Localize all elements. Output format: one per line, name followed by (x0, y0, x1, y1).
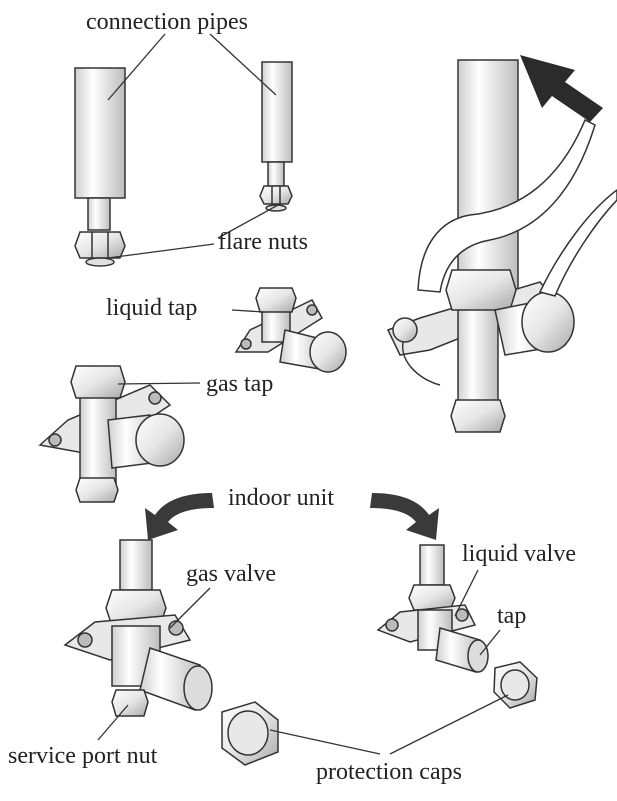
leader-lines-top (107, 33, 279, 259)
label-liquid-valve: liquid valve (462, 541, 576, 567)
leader-lines-liquid-valve (454, 569, 501, 656)
flare-nut-right (259, 185, 293, 212)
label-service-port-nut: service port nut (8, 743, 158, 769)
connection-pipe-right (261, 61, 293, 187)
leader-lines-caps (269, 694, 509, 755)
leader-liquid-tap (231, 309, 265, 313)
gas-valve-part (63, 539, 213, 717)
gas-tap-part (38, 365, 185, 503)
arrow-right-icon (370, 493, 439, 540)
leader-lines-gas-valve (97, 587, 211, 741)
label-connection-pipes: connection pipes (86, 9, 248, 35)
leader-gas-tap (117, 382, 201, 385)
direction-arrow-icon (520, 55, 603, 122)
protection-cap-right (493, 661, 538, 709)
arrow-left-icon (145, 493, 214, 540)
label-flare-nuts: flare nuts (218, 229, 308, 255)
label-protection-caps: protection caps (316, 759, 462, 785)
label-gas-tap: gas tap (206, 371, 274, 397)
protection-cap-left (221, 701, 279, 766)
wrench-assembly (386, 59, 617, 433)
label-gas-valve: gas valve (186, 561, 276, 587)
flare-nut-left (74, 231, 126, 267)
label-tap: tap (497, 603, 527, 629)
connection-pipe-left (74, 67, 126, 231)
label-liquid-tap: liquid tap (106, 295, 198, 321)
liquid-tap-part (234, 287, 347, 373)
label-indoor-unit: indoor unit (228, 485, 334, 511)
indoor-unit-arrows (145, 493, 439, 540)
liquid-valve-part (376, 544, 489, 673)
